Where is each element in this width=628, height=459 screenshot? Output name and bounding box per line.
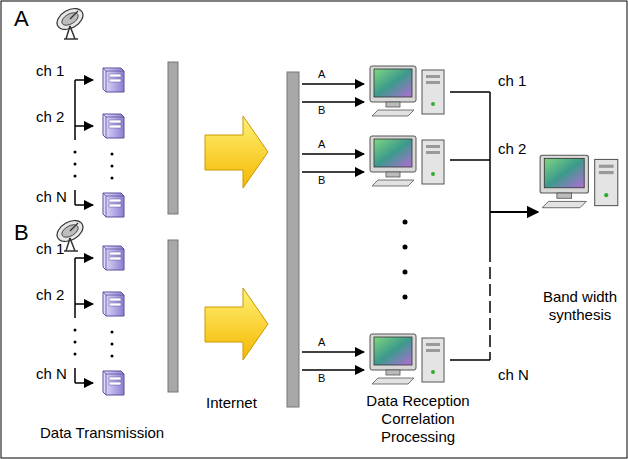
merge-lines — [450, 92, 490, 360]
correlator — [370, 136, 444, 186]
station-a — [111, 177, 114, 180]
station-a — [74, 175, 77, 178]
station-b — [103, 292, 124, 316]
correlator — [302, 153, 364, 155]
merge-lines — [450, 92, 538, 360]
correlator — [302, 369, 364, 371]
station-a — [75, 79, 93, 81]
channel-label: ch N — [498, 366, 529, 384]
workstation-node: Band width synthesis — [536, 136, 624, 324]
station-b — [111, 331, 114, 334]
correlator — [302, 351, 364, 353]
correlator — [302, 171, 364, 173]
station-b — [103, 371, 124, 395]
correlator — [403, 270, 408, 275]
station-b — [74, 341, 77, 344]
channel-label: ch 2 — [36, 286, 64, 304]
channel-label: ch N — [36, 188, 67, 206]
correlator — [302, 83, 364, 85]
section-label: Data Transmission — [40, 424, 164, 442]
station-b — [74, 258, 76, 383]
station-a — [74, 80, 76, 205]
correlator — [370, 334, 444, 384]
station-b — [53, 216, 178, 395]
correlator — [302, 66, 444, 384]
gray-bar — [168, 240, 178, 392]
channel-label: ch 1 — [498, 72, 526, 90]
correlator — [302, 101, 364, 103]
computer-icon — [536, 136, 624, 228]
correlator — [403, 295, 408, 300]
computer-icon — [540, 155, 618, 208]
station-a — [111, 165, 114, 168]
section-label: Data Reception Correlation Processing — [343, 392, 493, 446]
channel-label: ch 1 — [36, 62, 64, 80]
internet-arrow — [205, 288, 268, 360]
station-a — [75, 125, 93, 127]
station-b — [75, 382, 93, 384]
station-a — [74, 151, 77, 154]
station-name: A — [14, 6, 29, 32]
channel-label: ch 2 — [498, 140, 526, 158]
station-a — [74, 163, 77, 166]
station-name: B — [14, 220, 29, 246]
internet-arrow — [205, 116, 268, 360]
station-b — [111, 343, 114, 346]
station-a — [103, 114, 124, 138]
internet-arrow — [205, 116, 268, 188]
gray-bar — [168, 62, 178, 214]
input-label: B — [318, 104, 325, 117]
correlator — [370, 66, 444, 116]
network-label: Internet — [206, 394, 257, 412]
input-label: A — [318, 68, 325, 81]
input-label: A — [318, 336, 325, 349]
channel-label: ch 1 — [36, 240, 64, 258]
channel-label: ch N — [36, 365, 67, 383]
station-a — [75, 204, 93, 206]
input-label: A — [318, 138, 325, 151]
input-label: B — [318, 372, 325, 385]
correlator — [403, 245, 408, 250]
station-a — [103, 68, 124, 92]
station-b — [103, 246, 124, 270]
gray-bar — [287, 72, 299, 407]
station-b — [74, 353, 77, 356]
merge-lines — [489, 250, 491, 360]
station-b — [75, 257, 93, 259]
station-a — [111, 153, 114, 156]
input-label: B — [318, 174, 325, 187]
channel-label: ch 2 — [36, 108, 64, 126]
station-a — [53, 4, 178, 217]
station-b — [74, 329, 77, 332]
node-caption: Band width synthesis — [536, 288, 624, 324]
station-b — [111, 355, 114, 358]
station-b — [75, 303, 93, 305]
merge-lines — [490, 211, 538, 213]
dish-icon — [53, 4, 86, 39]
correlator — [403, 220, 408, 225]
station-a — [103, 193, 124, 217]
